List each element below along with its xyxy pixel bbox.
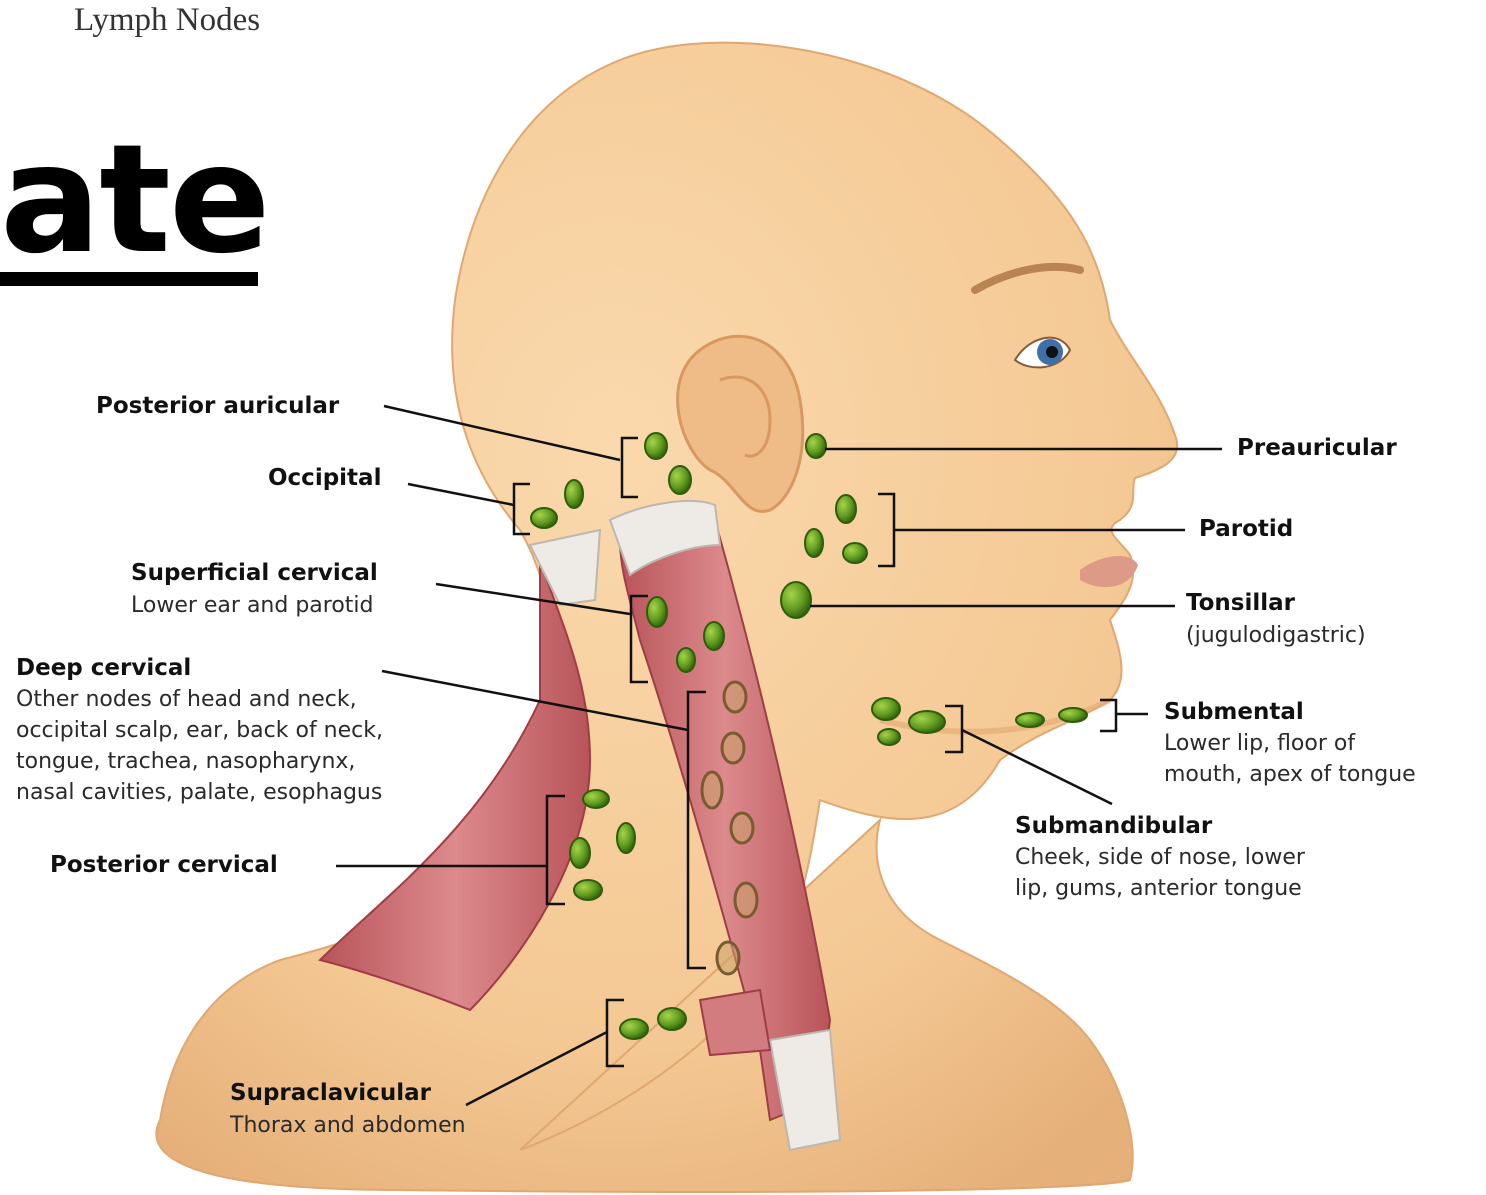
desc-submental: Lower lip, floor of mouth, apex of tongu…	[1164, 728, 1416, 790]
label-submental: Submental	[1164, 699, 1304, 725]
label-submandibular: Submandibular	[1015, 813, 1212, 839]
desc-tonsillar: (jugulodigastric)	[1186, 620, 1366, 651]
desc-deep-cervical: Other nodes of head and neck, occipital …	[16, 684, 383, 808]
label-supraclavicular: Supraclavicular	[230, 1080, 431, 1106]
slide-title-fragment: ate	[0, 120, 269, 280]
desc-supraclavicular: Thorax and abdomen	[230, 1110, 466, 1141]
desc-submandibular: Cheek, side of nose, lower lip, gums, an…	[1015, 842, 1305, 904]
title-underline	[0, 272, 258, 286]
label-posterior-auricular: Posterior auricular	[96, 393, 339, 419]
label-parotid: Parotid	[1199, 516, 1293, 542]
page-title: Lymph Nodes	[74, 2, 260, 39]
label-preauricular: Preauricular	[1237, 435, 1397, 461]
label-occipital: Occipital	[268, 465, 381, 491]
label-tonsillar: Tonsillar	[1186, 590, 1295, 616]
label-superficial-cervical: Superficial cervical	[131, 560, 378, 586]
desc-superficial-cervical: Lower ear and parotid	[131, 590, 374, 621]
label-posterior-cervical: Posterior cervical	[50, 852, 278, 878]
label-deep-cervical: Deep cervical	[16, 655, 191, 681]
